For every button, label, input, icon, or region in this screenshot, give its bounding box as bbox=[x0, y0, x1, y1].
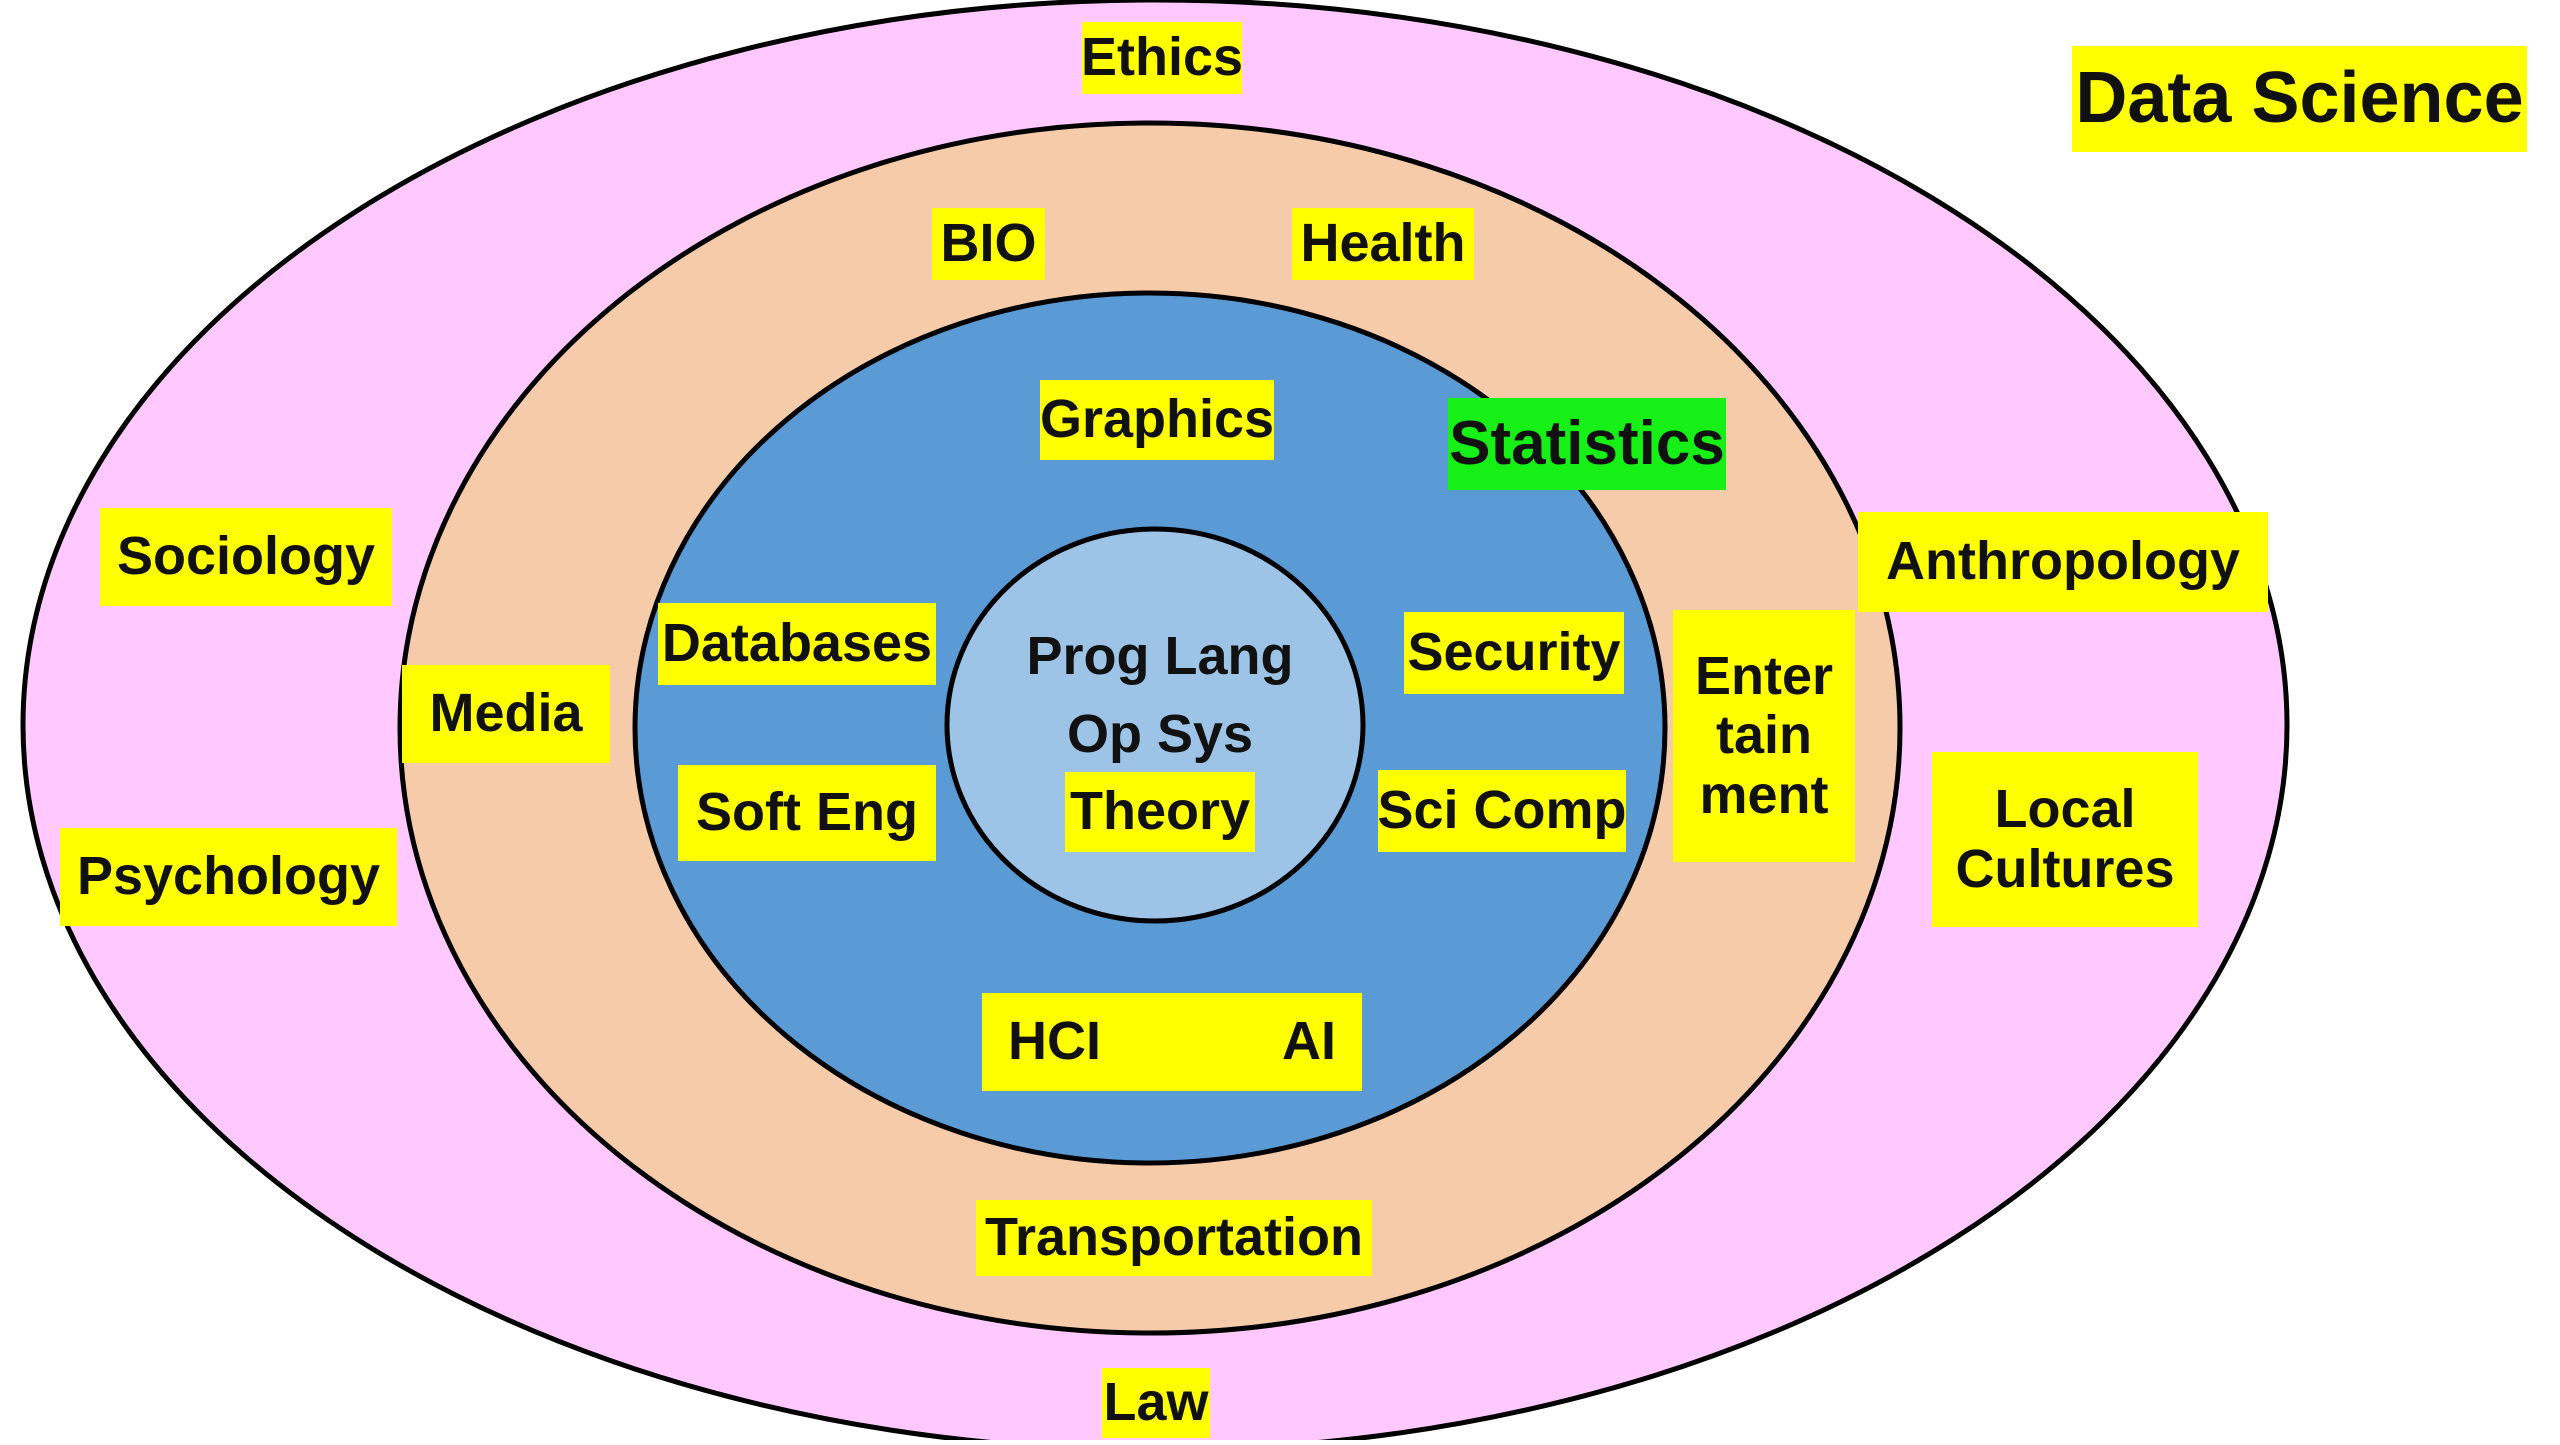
label-sci-comp: Sci Comp bbox=[1377, 770, 1627, 852]
label-transportation-text: Transportation bbox=[984, 1207, 1364, 1268]
label-databases: Databases bbox=[658, 603, 936, 685]
label-local-cultures-line2: Cultures bbox=[1955, 838, 2175, 899]
label-psychology-text: Psychology bbox=[76, 846, 381, 907]
label-op-sys-text: Op Sys bbox=[1066, 704, 1254, 765]
label-psychology: Psychology bbox=[60, 828, 397, 926]
label-prog-lang-text: Prog Lang bbox=[1026, 626, 1294, 687]
label-hci-ai: HCI AI bbox=[982, 993, 1362, 1091]
label-ethics-text: Ethics bbox=[1080, 27, 1244, 88]
label-media: Media bbox=[402, 665, 610, 763]
label-bio: BIO bbox=[932, 208, 1045, 280]
label-entertainment-line3: ment bbox=[1699, 764, 1829, 825]
label-soft-eng: Soft Eng bbox=[678, 765, 936, 861]
label-ethics: Ethics bbox=[1080, 22, 1244, 94]
label-hci-text: HCI bbox=[1008, 1011, 1101, 1072]
label-graphics-text: Graphics bbox=[1039, 389, 1275, 450]
label-security: Security bbox=[1404, 612, 1624, 694]
core-circle bbox=[944, 526, 1366, 924]
label-law-text: Law bbox=[1103, 1372, 1209, 1433]
diagram-title: Data Science bbox=[2072, 46, 2527, 152]
label-anthropology: Anthropology bbox=[1858, 512, 2268, 612]
label-soft-eng-text: Soft Eng bbox=[696, 782, 918, 843]
label-health-text: Health bbox=[1300, 213, 1466, 274]
label-entertainment: Enter tain ment bbox=[1673, 610, 1855, 862]
label-bio-text: BIO bbox=[940, 213, 1037, 274]
label-statistics-text: Statistics bbox=[1449, 408, 1725, 478]
label-op-sys: Op Sys bbox=[1025, 700, 1295, 770]
label-transportation: Transportation bbox=[976, 1200, 1372, 1276]
label-databases-text: Databases bbox=[661, 613, 933, 674]
label-theory: Theory bbox=[1065, 772, 1255, 852]
label-entertainment-line1: Enter bbox=[1694, 645, 1834, 706]
label-ai-text: AI bbox=[1282, 1011, 1336, 1072]
label-security-text: Security bbox=[1407, 622, 1621, 683]
label-sociology: Sociology bbox=[100, 508, 392, 606]
label-local-cultures: Local Cultures bbox=[1932, 752, 2198, 927]
label-local-cultures-line1: Local bbox=[1994, 779, 2136, 840]
label-sci-comp-text: Sci Comp bbox=[1377, 780, 1627, 841]
label-health: Health bbox=[1292, 208, 1474, 280]
label-statistics: Statistics bbox=[1448, 398, 1726, 490]
label-law: Law bbox=[1102, 1368, 1210, 1438]
label-media-text: Media bbox=[429, 683, 583, 744]
label-entertainment-line2: tain bbox=[1715, 705, 1812, 766]
label-anthropology-text: Anthropology bbox=[1886, 531, 2240, 592]
label-sociology-text: Sociology bbox=[116, 526, 376, 587]
label-prog-lang: Prog Lang bbox=[1005, 622, 1315, 692]
label-graphics: Graphics bbox=[1040, 380, 1274, 460]
label-theory-text: Theory bbox=[1069, 781, 1251, 842]
diagram-title-text: Data Science bbox=[2075, 58, 2524, 139]
